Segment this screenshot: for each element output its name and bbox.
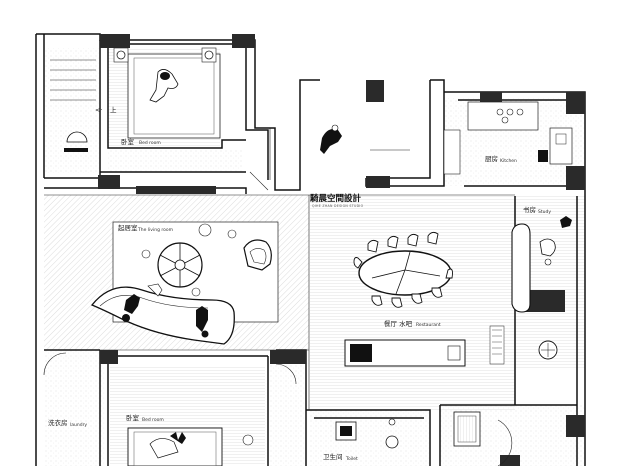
room-label-kitchen-en: Kitchen xyxy=(500,158,517,164)
svg-text:<·: <· xyxy=(95,106,103,114)
room-label-bedroom-top-en: Bed room xyxy=(139,140,161,146)
room-label-bedroom-top: 卧室 xyxy=(121,137,135,146)
room-label-laundry-en: laundry xyxy=(70,422,87,428)
laundry-door xyxy=(43,352,67,376)
stairs xyxy=(50,59,96,101)
room-label-kitchen: 厨房 xyxy=(485,154,498,163)
west-stool xyxy=(64,131,88,152)
room-label-restaurant-en: Restaurant xyxy=(416,322,441,328)
dining-chairs xyxy=(353,231,453,308)
room-label-toilet: 卫生间 xyxy=(323,452,343,461)
secondary-lines xyxy=(44,128,515,410)
room-label-bedroom-bottom: 卧室 xyxy=(126,413,140,422)
room-label-toilet-en: Toilet xyxy=(345,456,358,462)
toilet-fixtures xyxy=(335,411,513,466)
columns xyxy=(98,34,585,466)
room-label-study: 书房 xyxy=(523,205,536,214)
bar-counter xyxy=(344,325,505,367)
room-label-living: 起居室 xyxy=(118,223,138,232)
dog-figure xyxy=(320,124,342,154)
living-furniture xyxy=(90,223,272,345)
room-label-living-en: The living room xyxy=(137,227,173,233)
stair-arrow: <· 上 xyxy=(95,105,117,114)
room-label-laundry: 洗衣房 xyxy=(48,418,68,427)
room-label-restaurant: 餐厅 水吧 xyxy=(384,319,413,328)
bed-top xyxy=(113,47,221,139)
kitchen-fixtures xyxy=(443,101,573,175)
room-label-bedroom-bottom-en: Bed room xyxy=(142,417,164,423)
stair-label: 上 xyxy=(110,105,117,114)
brand-subtitle: QIHE ZHAN DESIGN STUDIO xyxy=(312,204,364,208)
doors xyxy=(249,149,410,385)
brand-name: 騎晨空間設計 xyxy=(310,193,362,204)
room-label-study-en: Study xyxy=(538,209,551,215)
bed-bottom xyxy=(127,427,254,466)
study-furniture xyxy=(511,216,572,360)
